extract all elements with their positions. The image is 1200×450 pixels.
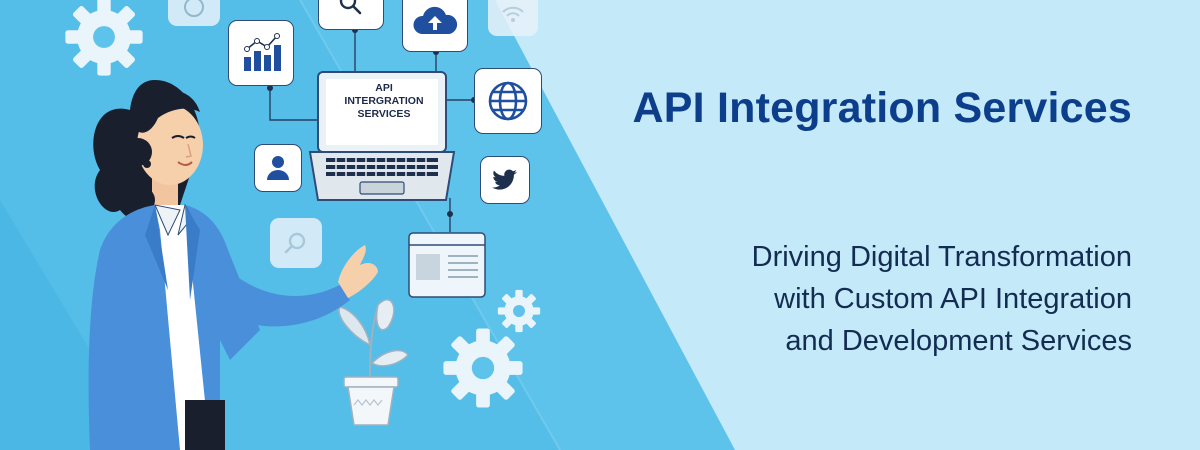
laptop-screen-line: INTERGRATION <box>344 95 424 107</box>
gear-icon <box>443 328 523 408</box>
magnifier-icon <box>284 232 306 254</box>
cloud-upload-tile <box>402 0 468 52</box>
subtitle-line: and Development Services <box>785 325 1132 357</box>
globe-tile <box>474 68 542 134</box>
wifi-tile <box>488 0 538 36</box>
globe-icon <box>488 81 528 121</box>
bar-chart-tile <box>228 20 294 86</box>
laptop-icon: API INTERGRATION SERVICES <box>296 70 456 215</box>
gear-icon <box>65 0 143 76</box>
woman-illustration <box>88 80 378 450</box>
subtitle-line: with Custom API Integration <box>774 283 1132 315</box>
gear-icon <box>497 289 541 333</box>
wifi-icon <box>502 6 524 22</box>
user-tile <box>254 144 302 192</box>
plant-icon <box>338 298 409 426</box>
laptop-screen-line: API <box>375 82 393 94</box>
search-icon <box>339 0 362 15</box>
twitter-tile <box>480 156 530 204</box>
page-title: API Integration Services <box>632 84 1132 132</box>
laptop-screen-line: SERVICES <box>357 108 411 120</box>
magnifier-tile <box>270 218 322 268</box>
twitter-icon <box>492 169 517 190</box>
cloud-upload-icon <box>413 6 458 34</box>
whatsapp-tile <box>168 0 220 26</box>
subtitle: Driving Digital Transformation with Cust… <box>612 236 1132 362</box>
user-icon <box>267 156 289 180</box>
laptop-screen-label: API INTERGRATION SERVICES <box>326 82 442 121</box>
search-tile <box>318 0 384 30</box>
subtitle-line: Driving Digital Transformation <box>751 241 1132 273</box>
whatsapp-icon <box>184 0 204 17</box>
bar-chart-icon <box>244 33 281 71</box>
webpage-icon <box>408 232 486 298</box>
